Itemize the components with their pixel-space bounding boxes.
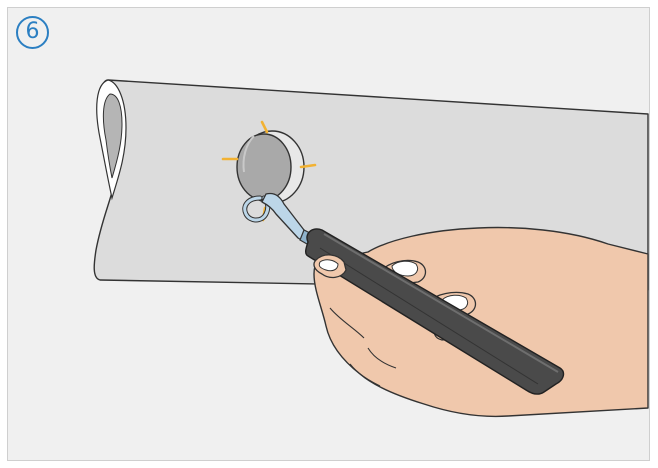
step-illustration	[8, 8, 650, 461]
step-number-text: 6	[26, 19, 40, 44]
knob-illustration	[237, 131, 304, 203]
illustration-frame: 6	[7, 7, 650, 461]
step-number-badge: 6	[16, 16, 49, 49]
